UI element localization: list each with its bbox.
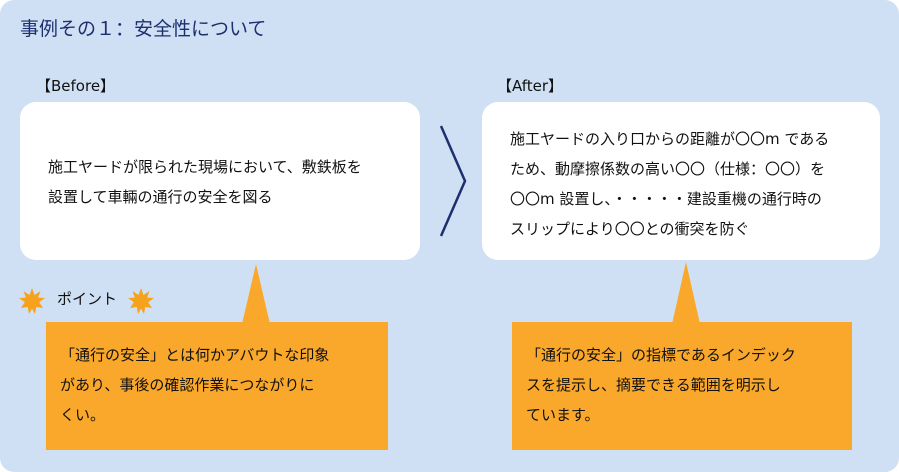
note-line: スを提示し、摘要できる範囲を明示し xyxy=(526,376,781,394)
note-line: ています。 xyxy=(526,406,600,424)
chevron-right-icon xyxy=(439,125,467,237)
after-line: ため、動摩擦係数の高い〇〇（仕様：〇〇）を xyxy=(510,160,826,178)
after-label: 【After】 xyxy=(497,77,564,95)
after-line: 〇〇m 設置し、・・・・・建設重機の通行時の xyxy=(510,190,822,208)
before-line: 設置して車輛の通行の安全を図る xyxy=(48,188,273,206)
point-note-left: 「通行の安全」とは何かアバウトな印象 があり、事後の確認作業につながりに くい。 xyxy=(46,322,388,450)
callout-tail xyxy=(672,262,700,324)
after-line: 施工ヤードの入り口からの距離が〇〇m である xyxy=(510,130,830,148)
note-line: 「通行の安全」とは何かアバウトな印象 xyxy=(60,346,330,364)
before-box: 施工ヤードが限られた現場において、敷鉄板を 設置して車輛の通行の安全を図る xyxy=(20,102,420,260)
point-note-right: 「通行の安全」の指標であるインデック スを提示し、摘要できる範囲を明示し ていま… xyxy=(512,322,852,450)
note-line: くい。 xyxy=(60,406,106,424)
callout-tail xyxy=(242,264,270,324)
before-line: 施工ヤードが限られた現場において、敷鉄板を xyxy=(48,158,362,176)
page-title: 事例その１：安全性について xyxy=(20,18,267,40)
after-line: スリップにより〇〇との衝突を防ぐ xyxy=(510,220,750,238)
starburst-icon xyxy=(128,288,154,314)
point-label: ポイント xyxy=(57,290,118,308)
after-box: 施工ヤードの入り口からの距離が〇〇m である ため、動摩擦係数の高い〇〇（仕様：… xyxy=(482,102,880,260)
note-line: 「通行の安全」の指標であるインデック xyxy=(526,346,796,364)
note-line: があり、事後の確認作業につながりに xyxy=(60,376,315,394)
before-label: 【Before】 xyxy=(36,77,116,95)
starburst-icon xyxy=(19,288,45,314)
